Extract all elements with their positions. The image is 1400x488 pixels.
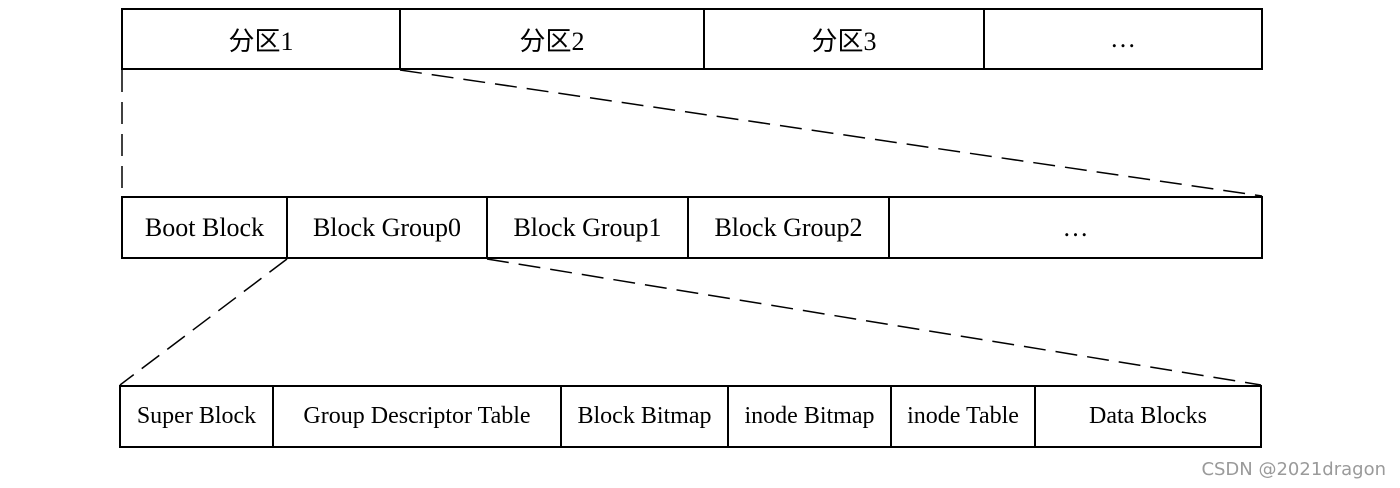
block-group-layout-row: Super Block Group Descriptor Table Block… [119, 385, 1262, 448]
block-group0-cell: Block Group0 [288, 198, 488, 257]
super-block-cell: Super Block [121, 387, 274, 446]
disk-partitions-row: 分区1 分区2 分区3 … [121, 8, 1263, 70]
partition-more-cell: … [1110, 24, 1136, 53]
block-group1-cell: Block Group1 [488, 198, 689, 257]
watermark: CSDN @2021dragon [1201, 459, 1386, 480]
connector-blockgroup0-right [486, 258, 1262, 386]
inode-bitmap-cell: inode Bitmap [729, 387, 892, 446]
block-bitmap-cell: Block Bitmap [562, 387, 729, 446]
block-group-more-cell: … [1062, 212, 1089, 242]
block-group2-cell: Block Group2 [689, 198, 890, 257]
boot-block-cell: Boot Block [123, 198, 288, 257]
partition-layout-row: Boot Block Block Group0 Block Group1 Blo… [121, 196, 1263, 259]
inode-table-cell: inode Table [892, 387, 1036, 446]
partition-2-cell: 分区2 [401, 10, 705, 68]
connector-partition1-right [399, 69, 1263, 197]
connector-blockgroup0-left [119, 258, 288, 386]
partition-1-cell: 分区1 [123, 10, 401, 68]
partition-3-cell: 分区3 [705, 10, 985, 68]
group-descriptor-table-cell: Group Descriptor Table [274, 387, 562, 446]
data-blocks-cell: Data Blocks [1089, 403, 1207, 429]
